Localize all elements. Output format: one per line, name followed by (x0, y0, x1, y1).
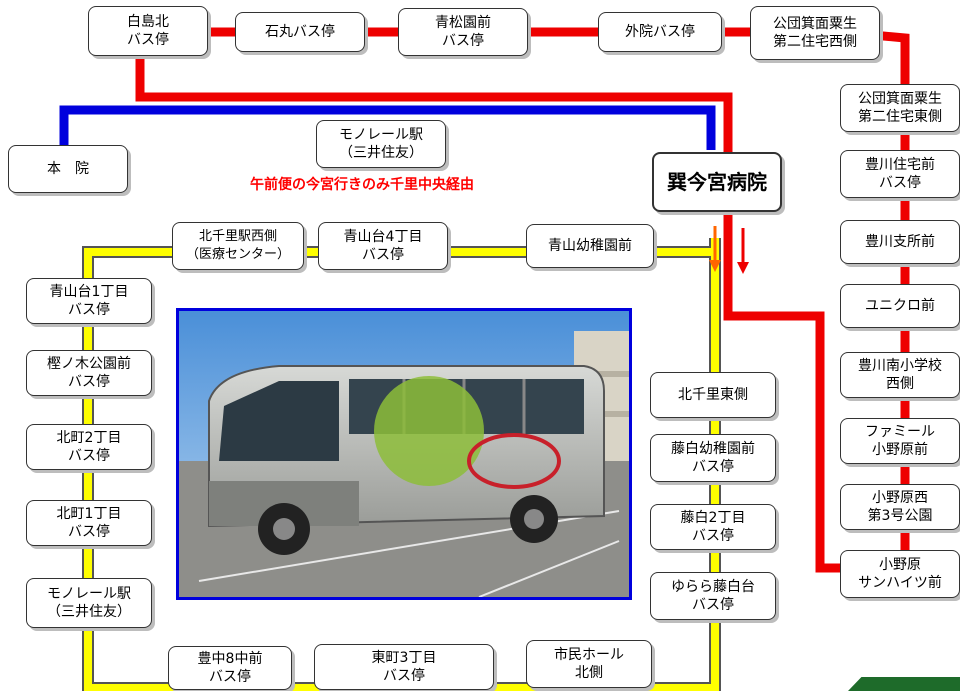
stop-label: 小野原西 第3号公園 (867, 490, 933, 524)
stop-aoyamadai1: 青山台1丁目 バス停 (26, 278, 152, 324)
stop-shimin-hall: 市民ホール 北側 (526, 640, 652, 688)
stop-aoyamadai4: 青山台4丁目 バス停 (318, 222, 448, 270)
stop-kitasenri-nishi: 北千里駅西側 （医療センター） (172, 222, 304, 270)
stop-label: 青山台1丁目 バス停 (49, 284, 129, 318)
bus-illustration (179, 311, 629, 597)
stop-label: 石丸バス停 (265, 24, 335, 40)
stop-label: 外院バス停 (625, 24, 695, 40)
stop-label: ゆらら藤白台 バス停 (671, 579, 755, 613)
stop-label: 北町1丁目 バス停 (56, 506, 122, 540)
stop-yurara: ゆらら藤白台 バス停 (650, 572, 776, 620)
route-note: 午前便の今宮行きのみ千里中央経由 (250, 177, 474, 193)
stop-gaiin: 外院バス停 (598, 12, 722, 52)
stop-monorail-bottom: モノレール駅 （三井住友） (26, 578, 152, 628)
stop-toyokawa-jutaku: 豊川住宅前 バス停 (840, 150, 960, 198)
stop-fujishiro2: 藤白2丁目 バス停 (650, 504, 776, 550)
stop-kitasenri-higashi: 北千里東側 (650, 372, 776, 418)
stop-label: 公団箕面粟生 第二住宅西側 (773, 16, 857, 50)
stop-label: ファミール 小野原前 (865, 424, 935, 458)
stop-label: 青松園前 バス停 (435, 15, 491, 49)
stop-label: 北町2丁目 バス停 (56, 430, 122, 464)
stop-kitamachi2: 北町2丁目 バス停 (26, 424, 152, 470)
stop-kitamachi1: 北町1丁目 バス停 (26, 500, 152, 546)
down-arrow-icon (709, 226, 721, 272)
stop-label: 豊中8中前 バス停 (197, 651, 263, 685)
stop-koudan-nishi: 公団箕面粟生 第二住宅西側 (750, 6, 880, 60)
stop-label: 豊川南小学校 西側 (858, 358, 942, 392)
stop-label: 北千里駅西側 （医療センター） (185, 229, 290, 262)
stop-label: ユニクロ前 (865, 298, 935, 314)
stop-label: 豊川住宅前 バス停 (865, 157, 935, 191)
stop-ishimaru: 石丸バス停 (235, 12, 365, 52)
stop-koudan-higashi: 公団箕面粟生 第二住宅東側 (840, 84, 960, 132)
stop-label: 本 院 (47, 161, 89, 177)
hub-hospital: 巽今宮病院 (652, 152, 782, 212)
corner-decoration (848, 677, 960, 691)
stop-aomatsuenmae: 青松園前 バス停 (398, 8, 528, 56)
stop-label: モノレール駅 （三井住友） (339, 127, 423, 161)
stop-label: 北千里東側 (678, 387, 748, 403)
stop-label: 市民ホール 北側 (554, 647, 624, 681)
stop-label: 小野原 サンハイツ前 (858, 557, 942, 591)
stop-fujishiro-youchien: 藤白幼稚園前 バス停 (650, 434, 776, 482)
hub-label: 巽今宮病院 (667, 170, 767, 194)
stop-label: 公団箕面粟生 第二住宅東側 (858, 91, 942, 125)
stop-honin: 本 院 (8, 145, 128, 193)
stop-label: 藤白幼稚園前 バス停 (671, 441, 755, 475)
stop-higashimachi3: 東町3丁目 バス停 (314, 644, 494, 690)
stop-label: 東町3丁目 バス停 (371, 650, 437, 684)
stop-label: 樫ノ木公園前 バス停 (47, 356, 131, 390)
stop-label: 藤白2丁目 バス停 (680, 510, 746, 544)
stop-shirashima-kita: 白島北 バス停 (88, 6, 208, 56)
bus-photo (176, 308, 632, 600)
stop-aoyama-youchien: 青山幼稚園前 (526, 224, 654, 268)
stop-label: 青山幼稚園前 (548, 238, 632, 254)
stop-label: 白島北 バス停 (127, 14, 169, 48)
blue-route (59, 105, 716, 150)
stop-toyokawa-shisho: 豊川支所前 (840, 220, 960, 264)
stop-toyonaka8: 豊中8中前 バス停 (168, 646, 292, 690)
stop-toyokawa-minami: 豊川南小学校 西側 (840, 352, 960, 398)
stop-famille: ファミール 小野原前 (840, 418, 960, 464)
stop-onohara-sunheights: 小野原 サンハイツ前 (840, 550, 960, 598)
stop-onohara-nishi: 小野原西 第3号公園 (840, 484, 960, 530)
down-arrow-icon (737, 228, 749, 274)
stop-label: 豊川支所前 (865, 234, 935, 250)
stop-uniqlo: ユニクロ前 (840, 284, 960, 328)
stop-label: モノレール駅 （三井住友） (47, 586, 131, 620)
stop-label: 青山台4丁目 バス停 (343, 229, 423, 263)
stop-monorail-top: モノレール駅 （三井住友） (316, 120, 446, 168)
stop-kashinoki: 樫ノ木公園前 バス停 (26, 350, 152, 396)
